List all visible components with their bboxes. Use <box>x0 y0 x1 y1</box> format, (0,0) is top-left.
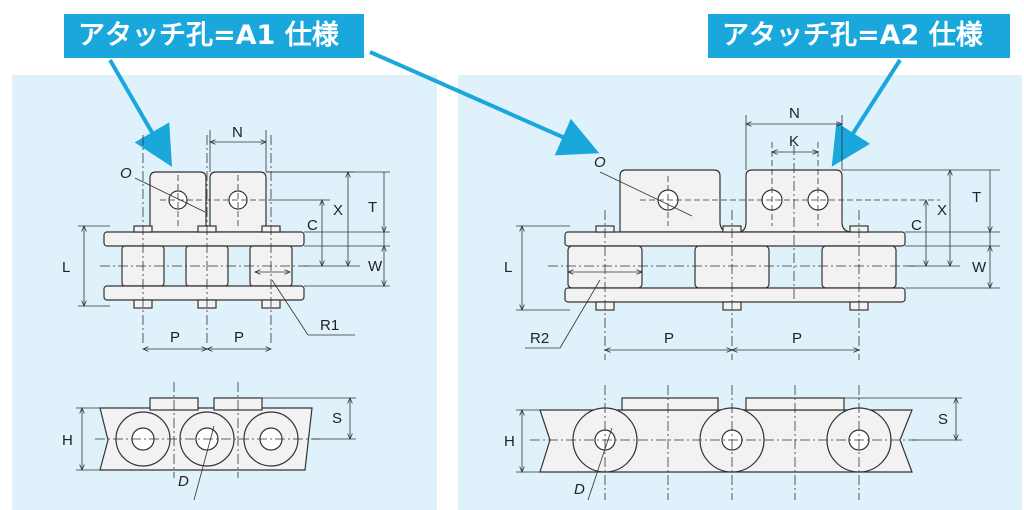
a1-label-N: N <box>232 124 243 141</box>
a1-label-P1: P <box>170 329 180 346</box>
a1-label-R1: R1 <box>320 317 339 334</box>
a2-side-view-lines <box>516 115 1000 360</box>
title-a1-badge: アタッチ孔=A1 仕様 <box>64 14 364 58</box>
a2-label-R2: R2 <box>530 330 549 347</box>
a1-plan-view-labels: S H D <box>62 410 342 490</box>
a2-label-H: H <box>504 433 515 450</box>
a2-plan-attachment-tab-1 <box>621 397 719 411</box>
a2-label-C: C <box>911 217 922 234</box>
a1-label-W: W <box>368 258 383 275</box>
a1-label-D: D <box>178 473 189 490</box>
a1-plan-view <box>99 397 313 471</box>
a2-label-S: S <box>938 411 948 428</box>
a2-plan-view-labels: S H D <box>504 411 948 498</box>
a1-label-O: O <box>120 165 132 182</box>
a1-label-H: H <box>62 432 73 449</box>
a2-label-K: K <box>789 133 799 150</box>
a2-top-link-plate <box>564 231 906 247</box>
a1-top-link-plate <box>103 231 305 247</box>
a2-label-P2: P <box>792 330 802 347</box>
a2-side-view-labels: N K O X T C W L P P R2 <box>504 105 987 347</box>
a1-label-P2: P <box>234 329 244 346</box>
arrow-a2-to-attachment <box>831 58 902 167</box>
arrow-a1-to-attachment <box>108 58 173 167</box>
a1-bottom-link-plate <box>103 285 305 301</box>
a1-plan-view-lines <box>76 382 356 501</box>
a2-plan-view <box>539 397 913 473</box>
a1-label-L: L <box>62 259 70 276</box>
a1-side-view-lines <box>78 130 390 349</box>
a1-side-view-labels: N O X T C W L P P R1 <box>62 124 383 346</box>
callout-arrows <box>108 50 902 167</box>
a2-bottom-link-plate <box>564 287 906 303</box>
a2-label-X: X <box>937 202 947 219</box>
arrow-a1-to-a2-hole <box>369 50 600 156</box>
a1-label-S: S <box>332 410 342 427</box>
a2-label-O: O <box>594 154 606 171</box>
a2-label-W: W <box>972 259 987 276</box>
a2-attachment-plate-2 <box>737 169 853 233</box>
a1-label-T: T <box>368 199 377 216</box>
a1-side-view <box>103 171 305 309</box>
a2-label-N: N <box>789 105 800 122</box>
a1-label-X: X <box>333 202 343 219</box>
a2-label-P1: P <box>664 330 674 347</box>
a2-plan-view-lines <box>516 385 962 501</box>
a2-side-view <box>564 169 906 311</box>
a2-label-D: D <box>574 481 585 498</box>
title-a2-badge: アタッチ孔=A2 仕様 <box>708 14 1010 58</box>
a2-label-T: T <box>972 189 981 206</box>
a1-label-C: C <box>307 217 318 234</box>
a2-label-L: L <box>504 259 512 276</box>
